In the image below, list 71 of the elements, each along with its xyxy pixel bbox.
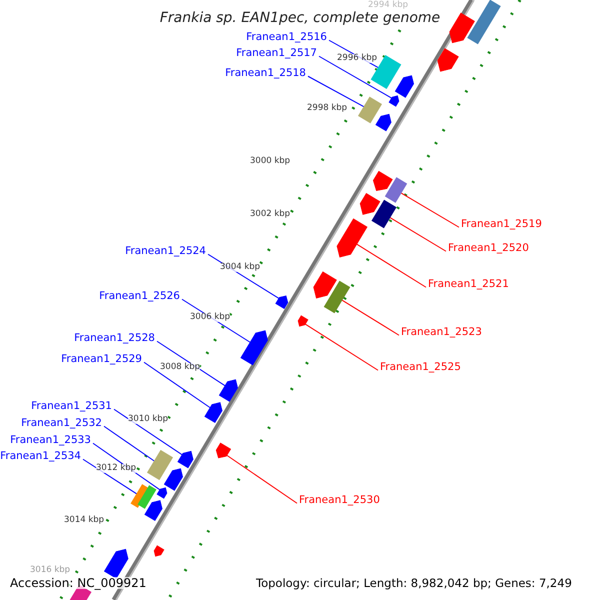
gene-label: Franean1_2524	[125, 246, 206, 256]
gene-feature	[394, 75, 414, 98]
leader-line	[226, 454, 298, 504]
gene-feature	[164, 468, 183, 491]
gene-feature	[449, 12, 475, 44]
scale-label: 3012 kbp	[96, 464, 136, 472]
genome-summary: Topology: circular; Length: 8,982,042 bp; Genes: 7,249	[256, 578, 572, 590]
gene-block	[384, 177, 408, 203]
gene-label: Franean1_2534	[0, 451, 81, 462]
gene-feature	[144, 500, 162, 521]
gene-label: Franean1_2525	[380, 362, 461, 372]
gene-feature	[216, 442, 231, 458]
scale-label: 3002 kbp	[250, 210, 290, 218]
leader-line	[82, 458, 138, 494]
gene-feature	[204, 402, 222, 423]
gene-label: Franean1_2533	[10, 435, 91, 446]
scale-label: 3004 kbp	[220, 263, 260, 272]
gene-block	[358, 96, 382, 124]
scale-label: 3006 kbp	[190, 313, 230, 322]
gene-label: Franean1_2528	[74, 333, 155, 344]
scale-label: 3008 kbp	[160, 363, 200, 372]
gene-label: Franean1_2530	[299, 495, 380, 506]
gene-label: Franean1_2520	[448, 243, 529, 254]
gene-feature	[360, 193, 380, 215]
leader-line	[308, 76, 364, 108]
gene-feature	[372, 170, 393, 191]
scale-label: 3014 kbp	[64, 516, 104, 524]
gene-block	[467, 0, 501, 44]
gene-block	[372, 200, 396, 228]
gene-feature	[388, 95, 400, 107]
leader-line	[318, 56, 392, 98]
gene-label: Franean1_2521	[428, 279, 509, 290]
scale-label: 2998 kbp	[307, 104, 348, 112]
scale-label: 3010 kbp	[128, 415, 168, 424]
gene-feature	[336, 218, 368, 258]
scale-label: 3000 kbp	[250, 157, 290, 166]
gene-block	[324, 280, 350, 314]
leader-line	[342, 300, 400, 336]
gene-label: Franean1_2518	[225, 68, 306, 78]
gene-label: Franean1_2532	[21, 418, 102, 428]
gene-feature	[275, 296, 288, 309]
scale-label: 2996 kbp	[337, 54, 378, 62]
title: Frankia sp. EAN1pec, complete genome	[158, 11, 442, 25]
leader-line	[104, 426, 155, 462]
gene-label: Franean1_2523	[401, 327, 482, 338]
gene-feature	[178, 450, 194, 468]
gene-feature	[240, 330, 268, 366]
gene-feature	[104, 548, 128, 579]
leader-line	[114, 408, 182, 456]
gene-feature	[154, 545, 164, 557]
leader-line	[304, 324, 378, 371]
gene-feature	[437, 48, 459, 72]
gene-block	[147, 450, 173, 480]
gene-feature	[376, 114, 392, 132]
leader-line	[144, 362, 211, 408]
gene-feature	[298, 315, 308, 327]
gene-feature	[313, 271, 337, 298]
leader-line	[356, 244, 426, 288]
leader-line	[390, 217, 446, 252]
gene-block	[138, 485, 156, 509]
gene-label: Franean1_2531	[31, 401, 112, 412]
gene-label: Franean1_2517	[236, 48, 317, 58]
gene-feature	[218, 379, 238, 402]
gene-label: Franean1_2526	[99, 291, 180, 302]
gene-label: Franean1_2529	[61, 354, 142, 364]
scale-label: 3016 kbp	[30, 566, 70, 574]
leader-line	[400, 192, 460, 228]
gene-label: Franean1_2516	[246, 32, 327, 42]
gene-label: Franean1_2519	[461, 219, 542, 230]
accession-label: Accession: NC_009921	[10, 577, 146, 589]
scale-label: 2994 kbp	[368, 1, 408, 10]
